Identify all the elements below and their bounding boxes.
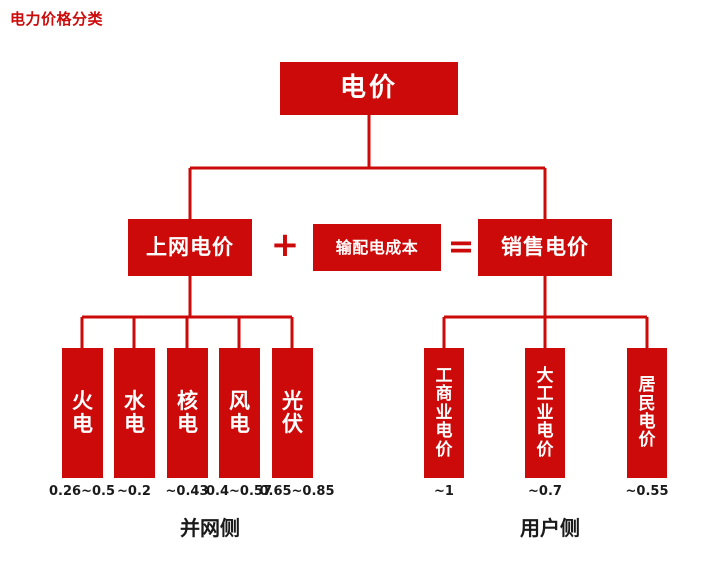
node-transmission-cost[interactable]: 输配电成本 [313,224,441,271]
leaf-char: 业 [435,402,453,423]
page-title: 电力价格分类 [10,10,104,28]
node-retail-price[interactable]: 销售电价 [478,219,612,276]
leaf-char: 电 [72,412,93,436]
leaf-char: 价 [536,439,554,460]
group-label-grid-side: 并网侧 [180,516,240,540]
leaf-char: 风 [229,389,250,414]
value-wind-power: 0.4~0.57 [206,484,272,499]
leaf-char: 电 [638,412,656,432]
leaf-char: 居 [638,375,656,396]
plus-operator-icon: + [270,225,300,265]
leaf-char: 业 [536,402,554,423]
value-commercial-industrial-price: ~1 [434,484,454,499]
leaf-wind-power[interactable]: 风 电 [219,348,260,478]
leaf-char: 电 [536,421,554,442]
leaf-char: 价 [435,439,453,460]
node-retail-price-label: 销售电价 [501,234,589,259]
leaf-char: 光 [282,389,303,414]
leaf-photovoltaic[interactable]: 光 伏 [272,348,313,478]
leaf-char: 核 [177,389,198,414]
leaf-char: 伏 [282,412,303,436]
leaf-char: 水 [124,389,145,414]
leaf-char: 电 [229,412,250,436]
leaf-thermal-power[interactable]: 火 电 [62,348,103,478]
equals-operator-icon: = [447,227,475,265]
value-large-industrial-price: ~0.7 [528,484,562,499]
leaf-char: 工 [536,384,554,405]
leaf-char: 电 [177,412,198,436]
node-transmission-cost-label: 输配电成本 [335,237,419,257]
group-label-user-side: 用户侧 [520,516,580,540]
node-feed-in-tariff-label: 上网电价 [146,234,234,259]
value-nuclear-power: ~0.43 [165,484,209,499]
leaf-commercial-industrial-price[interactable]: 工 商 业 电 价 [424,348,464,478]
leaf-char: 电 [124,412,145,436]
leaf-char: 民 [638,393,656,414]
leaf-char: 商 [435,384,453,405]
leaf-char: 大 [536,366,554,387]
leaf-char: 工 [435,366,453,387]
leaf-char: 价 [638,430,656,451]
node-feed-in-tariff[interactable]: 上网电价 [128,219,252,276]
value-residential-price: ~0.55 [625,484,669,499]
leaf-char: 火 [72,389,93,414]
value-hydro-power: ~0.2 [117,484,151,499]
leaf-hydro-power[interactable]: 水 电 [114,348,155,478]
value-photovoltaic: 0.65~0.85 [259,484,335,499]
leaf-char: 电 [435,421,453,442]
value-thermal-power: 0.26~0.5 [49,484,115,499]
node-root-label: 电价 [339,72,398,103]
leaf-nuclear-power[interactable]: 核 电 [167,348,208,478]
leaf-large-industrial-price[interactable]: 大 工 业 电 价 [525,348,565,478]
node-root[interactable]: 电价 [280,62,458,115]
leaf-residential-price[interactable]: 居 民 电 价 [627,348,667,478]
